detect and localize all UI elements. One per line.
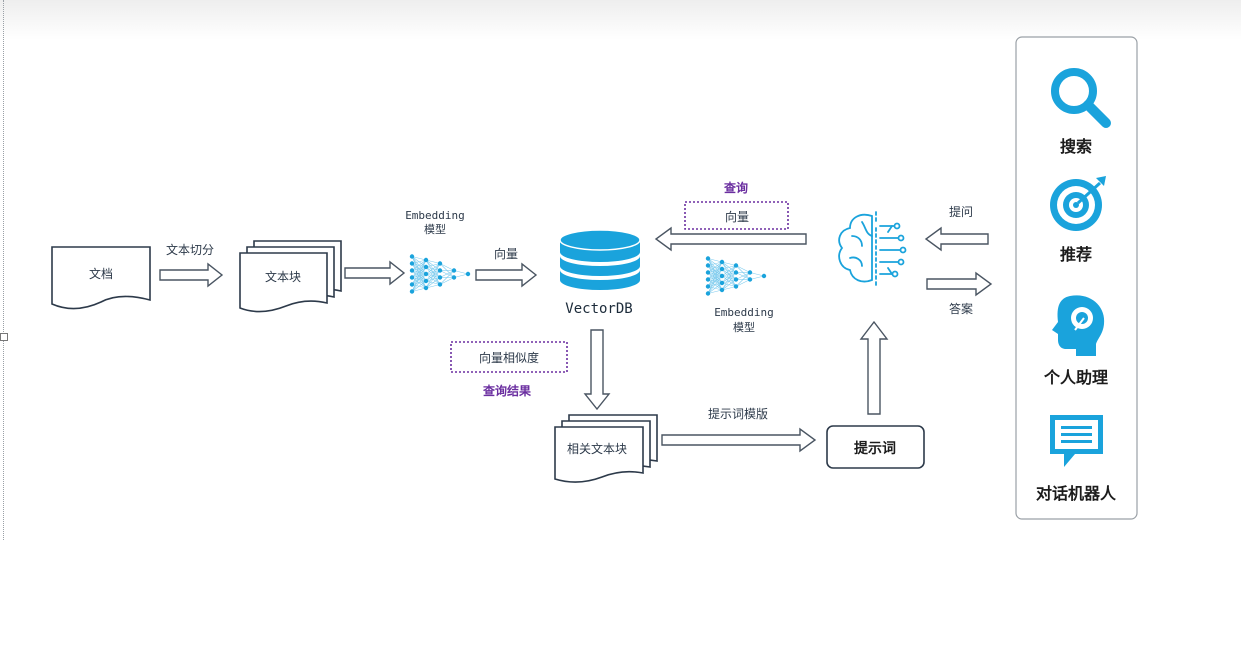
embedding-model-left: Embedding 模型 (405, 209, 471, 294)
left-guide-line (3, 0, 4, 540)
neural-network-icon (705, 256, 767, 296)
similarity-label: 向量相似度 (479, 350, 539, 365)
prompt-template-arrow: 提示词模版 (661, 406, 817, 453)
embedding-right-line2: 模型 (733, 320, 755, 334)
embedding-right-line1: Embedding (714, 306, 774, 319)
app-item-chatbot: 对话机器人 (1036, 415, 1117, 503)
prompt-template-label: 提示词模版 (708, 406, 768, 421)
app-label-chatbot: 对话机器人 (1036, 484, 1117, 503)
app-item-assistant: 个人助理 (1043, 295, 1108, 387)
vectordb-label: VectorDB (565, 301, 632, 317)
prompt-box: 提示词 (826, 425, 925, 469)
vectordb-node: VectorDB (559, 229, 641, 317)
vectordb-down-arrow (583, 329, 611, 411)
query-result-label: 查询结果 (482, 383, 531, 398)
query-vector-label: 向量 (725, 209, 749, 224)
document-label: 文档 (89, 266, 113, 281)
chunks-label: 文本块 (265, 269, 301, 284)
answer-arrow: 答案 (926, 271, 993, 316)
neural-network-icon (409, 254, 471, 294)
embedding-model-right: Embedding 模型 (705, 256, 774, 334)
text-chunks-node: 文本块 (239, 240, 342, 313)
app-label-assistant: 个人助理 (1043, 368, 1108, 387)
brain-ai-icon (838, 211, 907, 289)
app-item-recommend: 推荐 (1050, 176, 1106, 264)
chunks-to-embedding-arrow (344, 260, 406, 286)
answer-label: 答案 (949, 301, 973, 316)
app-label-recommend: 推荐 (1060, 245, 1092, 264)
vector-arrow: 向量 (475, 246, 538, 288)
prompt-label: 提示词 (854, 441, 896, 457)
document-node: 文档 (51, 246, 151, 310)
related-chunks-label: 相关文本块 (567, 441, 627, 456)
prompt-up-arrow (859, 320, 889, 415)
app-item-search: 搜索 (1051, 68, 1111, 156)
chat-icon (1050, 415, 1103, 467)
vector-label: 向量 (494, 246, 518, 261)
split-label: 文本切分 (166, 242, 214, 257)
application-panel: 搜索 推荐 个人助理 (1015, 36, 1138, 520)
split-arrow: 文本切分 (159, 242, 224, 288)
ask-label: 提问 (949, 204, 973, 219)
app-label-search: 搜索 (1060, 137, 1092, 156)
query-label: 查询 (723, 180, 748, 195)
top-gradient-strip (0, 0, 1241, 40)
database-icon (559, 229, 641, 290)
embedding-left-line1: Embedding (405, 209, 465, 222)
query-vector-box: 向量 (684, 201, 789, 230)
search-icon (1051, 68, 1111, 128)
left-resize-handle[interactable] (0, 333, 8, 341)
ask-arrow: 提问 (924, 204, 989, 252)
assistant-head-icon (1052, 295, 1105, 356)
similarity-box: 向量相似度 (450, 341, 568, 373)
query-to-vectordb-arrow (654, 226, 807, 252)
target-icon (1050, 176, 1106, 231)
embedding-left-line2: 模型 (424, 222, 446, 236)
related-chunks-node: 相关文本块 (554, 414, 658, 483)
